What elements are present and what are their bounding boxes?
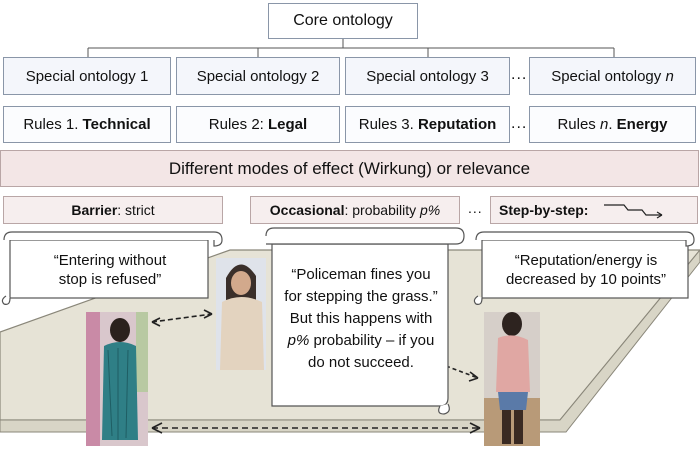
arrow-bottom-head-a bbox=[151, 422, 163, 434]
scroll-middle-text: “Policeman fines you for stepping the gr… bbox=[276, 264, 446, 374]
mode-barrier-desc: : strict bbox=[117, 202, 155, 218]
rules-n: Rules n. Energy bbox=[529, 106, 696, 143]
special-ontology-n-var: n bbox=[665, 67, 674, 85]
scroll-right-line-2: decreased by 10 points” bbox=[505, 271, 667, 288]
scroll-left-text: “Entering without stop is refused” bbox=[18, 251, 202, 289]
special-ontology-1-label: Special ontology 1 bbox=[25, 67, 149, 85]
arrow-middle-right bbox=[445, 365, 479, 379]
scroll-right-line-1: “Reputation/energy is bbox=[514, 252, 658, 269]
rules-1-prefix: Rules 1. bbox=[23, 116, 83, 133]
special-ontology-n-label: Special ontology bbox=[551, 67, 662, 85]
mode-step-title: Step-by-step: bbox=[499, 202, 589, 218]
special-ontology-n: Special ontology n bbox=[529, 57, 696, 95]
scroll-left-line-1: “Entering without bbox=[53, 252, 167, 269]
rules-ellipsis: ... bbox=[511, 115, 528, 132]
rules-n-var: n bbox=[599, 116, 609, 133]
mode-barrier: Barrier: strict bbox=[3, 196, 223, 224]
rules-3-type: Reputation bbox=[417, 116, 497, 133]
avatar-left-figure bbox=[86, 312, 148, 446]
scroll-middle-line-4-rest: probability – if you bbox=[309, 332, 435, 349]
scroll-middle-line-1: “Policeman fines you bbox=[291, 266, 431, 283]
scroll-middle-var: p% bbox=[287, 332, 310, 349]
special-ellipsis: ... bbox=[511, 66, 528, 83]
rules-n-prefix: Rules bbox=[557, 116, 600, 133]
special-ontology-3: Special ontology 3 bbox=[345, 57, 510, 95]
mode-occasional-var: p% bbox=[419, 202, 441, 218]
mode-occasional: Occasional: probability p% bbox=[250, 196, 460, 224]
step-arrow-icon bbox=[604, 204, 663, 219]
special-ontology-2: Special ontology 2 bbox=[176, 57, 340, 95]
avatar-middle-figure bbox=[216, 258, 266, 370]
special-ontology-2-label: Special ontology 2 bbox=[196, 67, 320, 85]
rules-3-prefix: Rules 3. bbox=[358, 116, 418, 133]
special-ontology-3-label: Special ontology 3 bbox=[366, 67, 489, 85]
arrow-left-middle bbox=[151, 313, 213, 323]
arrow-left-middle-head-a bbox=[151, 317, 161, 327]
mode-occasional-title: Occasional bbox=[269, 202, 345, 218]
rules-1-type: Technical bbox=[82, 116, 151, 133]
mode-ellipsis: ... bbox=[468, 200, 483, 216]
rules-2: Rules 2: Legal bbox=[176, 106, 340, 143]
rules-n-type: Energy bbox=[616, 116, 668, 133]
scroll-middle-line-3: But this happens with bbox=[289, 310, 433, 327]
mode-occasional-desc: : probability bbox=[344, 202, 420, 218]
scroll-right-text: “Reputation/energy is decreased by 10 po… bbox=[490, 251, 682, 289]
modes-banner: Different modes of effect (Wirkung) or r… bbox=[0, 150, 699, 187]
core-ontology-box: Core ontology bbox=[268, 3, 418, 39]
rules-1: Rules 1. Technical bbox=[3, 106, 171, 143]
arrow-middle-right-head bbox=[468, 371, 479, 382]
mode-barrier-title: Barrier bbox=[71, 202, 118, 218]
rules-3: Rules 3. Reputation bbox=[345, 106, 510, 143]
scroll-left-line-2: stop is refused” bbox=[58, 271, 162, 288]
special-ontology-1: Special ontology 1 bbox=[3, 57, 171, 95]
arrow-left-middle-head-b bbox=[203, 309, 213, 319]
rules-n-sep: . bbox=[608, 116, 617, 133]
scroll-middle-line-2: for stepping the grass.” bbox=[284, 288, 438, 305]
arrow-bottom-head-b bbox=[469, 422, 481, 434]
rules-2-prefix: Rules 2: bbox=[208, 116, 268, 133]
avatar-right-figure bbox=[484, 312, 540, 446]
mode-step-by-step: Step-by-step: bbox=[490, 196, 698, 224]
scroll-middle-line-5: do not succeed. bbox=[308, 354, 414, 371]
scroll-middle-line-4: p% probability – if you bbox=[276, 330, 446, 352]
rules-2-type: Legal bbox=[268, 116, 308, 133]
